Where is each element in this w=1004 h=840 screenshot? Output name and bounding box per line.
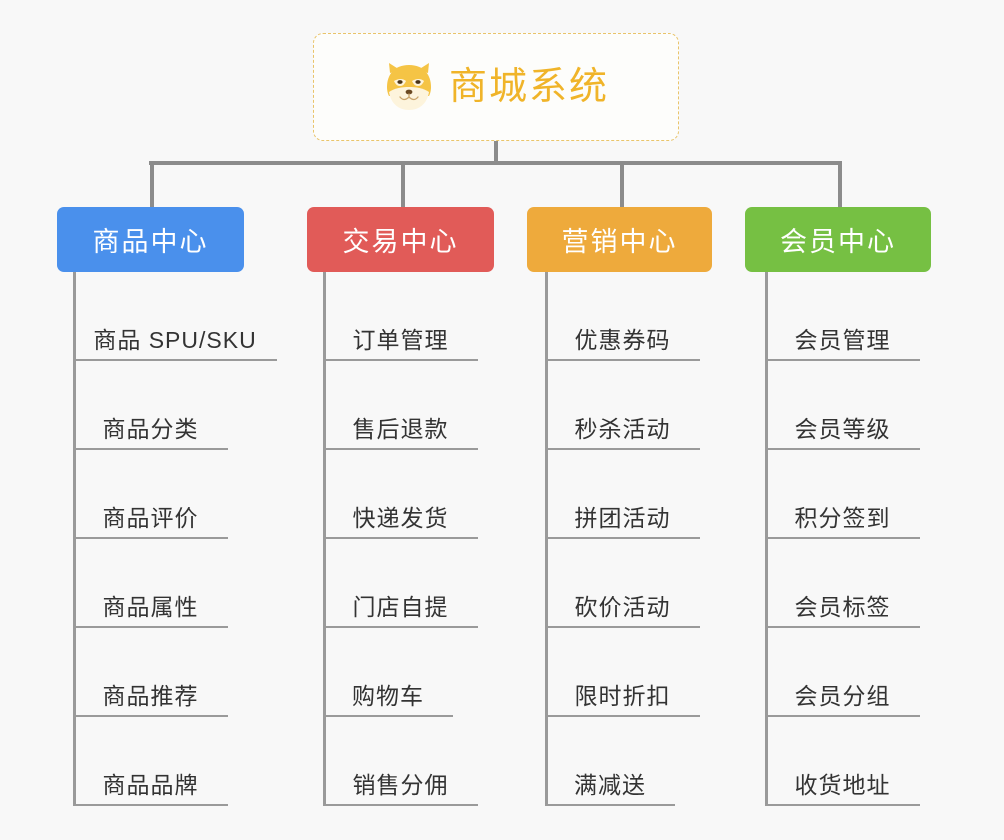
connector-drop-product: [150, 161, 154, 207]
child-item-label: 门店自提: [352, 594, 449, 620]
list-item[interactable]: 快递发货: [323, 450, 478, 539]
root-node-shop-system[interactable]: 商城系统: [313, 33, 679, 141]
root-node-label: 商城系统: [448, 66, 609, 108]
list-item[interactable]: 积分签到: [765, 450, 920, 539]
child-item-label: 秒杀活动: [574, 416, 671, 442]
list-item[interactable]: 商品推荐: [73, 628, 228, 717]
category-label-product: 商品中心: [92, 227, 209, 257]
list-item[interactable]: 商品评价: [73, 450, 228, 539]
shiba-dog-icon: [383, 61, 435, 113]
child-item-label: 优惠券码: [574, 327, 671, 353]
list-item[interactable]: 限时折扣: [545, 628, 700, 717]
child-item-label: 商品分类: [102, 416, 199, 442]
child-item-label: 积分签到: [794, 505, 891, 531]
connector-root-vertical: [494, 141, 498, 165]
connector-horizontal-bus: [149, 161, 842, 165]
list-item[interactable]: 商品品牌: [73, 717, 228, 806]
column-spine-marketing: [545, 272, 548, 806]
child-item-label: 订单管理: [352, 327, 449, 353]
list-item[interactable]: 会员管理: [765, 272, 920, 361]
list-item[interactable]: 售后退款: [323, 361, 478, 450]
category-label-marketing: 营销中心: [561, 227, 678, 257]
child-item-label: 商品推荐: [102, 683, 199, 709]
child-item-label: 会员等级: [794, 416, 891, 442]
category-box-product[interactable]: 商品中心: [57, 207, 244, 272]
category-box-trade[interactable]: 交易中心: [307, 207, 494, 272]
list-item[interactable]: 会员等级: [765, 361, 920, 450]
column-spine-trade: [323, 272, 326, 806]
category-label-member: 会员中心: [780, 227, 896, 257]
column-spine-member: [765, 272, 768, 806]
list-item[interactable]: 商品 SPU/SKU: [73, 272, 277, 361]
child-item-label: 快递发货: [352, 505, 449, 531]
list-item[interactable]: 销售分佣: [323, 717, 478, 806]
category-box-member[interactable]: 会员中心: [745, 207, 931, 272]
child-item-label: 售后退款: [352, 416, 449, 442]
list-item[interactable]: 砍价活动: [545, 539, 700, 628]
list-item[interactable]: 门店自提: [323, 539, 478, 628]
list-item[interactable]: 秒杀活动: [545, 361, 700, 450]
child-item-label: 会员标签: [794, 594, 891, 620]
list-item[interactable]: 购物车: [323, 628, 453, 717]
child-item-label: 商品评价: [102, 505, 199, 531]
list-item[interactable]: 优惠券码: [545, 272, 700, 361]
connector-drop-marketing: [620, 161, 624, 207]
child-item-label: 销售分佣: [352, 772, 449, 798]
child-item-label: 满减送: [574, 772, 646, 798]
list-item[interactable]: 商品属性: [73, 539, 228, 628]
child-item-label: 拼团活动: [574, 505, 671, 531]
list-item[interactable]: 满减送: [545, 717, 675, 806]
child-item-label: 商品 SPU/SKU: [93, 327, 257, 353]
list-item[interactable]: 拼团活动: [545, 450, 700, 539]
category-box-marketing[interactable]: 营销中心: [527, 207, 712, 272]
child-item-label: 会员分组: [794, 683, 891, 709]
child-item-label: 购物车: [352, 683, 424, 709]
connector-drop-member: [838, 161, 842, 207]
child-item-label: 收货地址: [794, 772, 891, 798]
connector-drop-trade: [401, 161, 405, 207]
child-item-label: 会员管理: [794, 327, 891, 353]
child-item-label: 限时折扣: [574, 683, 671, 709]
category-label-trade: 交易中心: [342, 227, 459, 257]
list-item[interactable]: 商品分类: [73, 361, 228, 450]
list-item[interactable]: 会员标签: [765, 539, 920, 628]
child-item-label: 砍价活动: [574, 594, 671, 620]
list-item[interactable]: 收货地址: [765, 717, 920, 806]
child-item-label: 商品属性: [102, 594, 199, 620]
child-item-label: 商品品牌: [102, 772, 199, 798]
list-item[interactable]: 会员分组: [765, 628, 920, 717]
list-item[interactable]: 订单管理: [323, 272, 478, 361]
column-spine-product: [73, 272, 76, 806]
